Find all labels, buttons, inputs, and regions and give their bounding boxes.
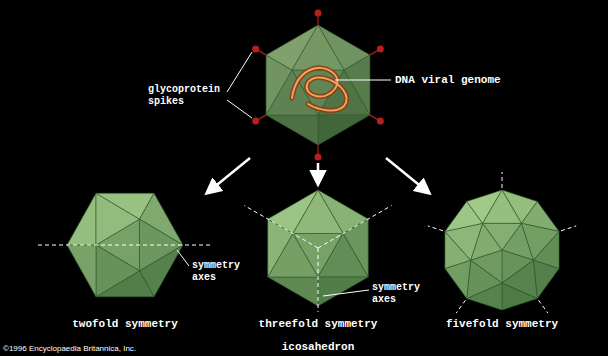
capsid-facet	[268, 277, 318, 306]
fivefold-icosahedron	[445, 190, 559, 310]
view-arrows	[207, 158, 429, 193]
capsid-facet	[483, 190, 522, 223]
spike-head	[252, 46, 259, 53]
capsid-facet	[483, 223, 522, 250]
glycoprotein-spikes	[252, 10, 384, 161]
spike-head	[377, 118, 384, 125]
capsid-facet	[318, 277, 368, 306]
view-name: fivefold symmetry	[446, 318, 558, 331]
spike-head	[377, 46, 384, 53]
glycoprotein-spike	[252, 115, 266, 125]
capsid-facet	[467, 260, 502, 298]
capsid-facet	[533, 260, 559, 298]
spike-head	[315, 10, 322, 17]
capsid-facet	[293, 190, 343, 234]
dna-genome	[292, 68, 347, 111]
capsid-facet	[96, 245, 140, 297]
glycoprotein-spike	[315, 145, 322, 161]
callout-label: glycoprotein spikes	[148, 84, 228, 108]
capsid-facet	[318, 115, 370, 145]
callout-label: DNA viral genome	[395, 74, 501, 87]
glycoprotein-spike	[252, 46, 266, 56]
capsid-facet	[67, 193, 96, 245]
virus-capsid	[266, 25, 370, 145]
caption: icosahedron	[282, 341, 355, 354]
symmetry-axis-lines	[38, 172, 576, 313]
view-name: threefold symmetry	[259, 318, 378, 331]
capsid-facet	[266, 115, 318, 145]
callout-label: symmetry axes	[372, 282, 434, 306]
glycoprotein-spike	[370, 115, 384, 125]
capsid-facet	[502, 283, 537, 310]
capsid-facet	[318, 234, 368, 278]
copyright-note: ©1996 Encyclopaedia Britannica, Inc.	[3, 344, 136, 354]
spike-head	[315, 154, 322, 161]
capsid-facet	[67, 245, 96, 297]
glycoprotein-spike	[315, 10, 322, 26]
capsid-facet	[292, 25, 344, 70]
glycoprotein-spike	[370, 46, 384, 56]
view-name: twofold symmetry	[72, 318, 178, 331]
spike-head	[252, 118, 259, 125]
callout-label: symmetry axes	[192, 260, 254, 284]
